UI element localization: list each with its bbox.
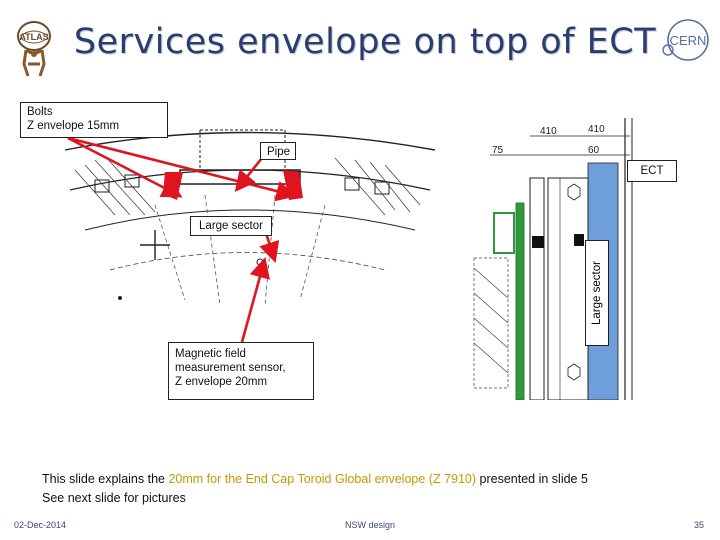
magnetic-sensor-callout: Magnetic field measurement sensor, Z env… [168,342,314,400]
svg-text:60: 60 [588,145,600,156]
svg-text:CERN: CERN [670,33,707,48]
large-sector-callout: Large sector [190,216,272,236]
ect-callout: ECT [627,160,677,182]
caption-line-1: This slide explains the 20mm for the End… [42,472,588,486]
svg-text:410: 410 [588,124,605,135]
pipe-callout: Pipe [260,142,296,160]
svg-text:75: 75 [492,145,504,156]
footer-title: NSW design [345,520,396,530]
slide-title: Services envelope on top of ECT [73,22,657,62]
bolts-callout: Bolts Z envelope 15mm [20,102,168,138]
large-sector-vertical-callout: Large sector [585,240,609,346]
caption-line-2: See next slide for pictures [42,491,186,505]
atlas-logo: ATLAS [17,21,51,77]
svg-text:ATLAS: ATLAS [19,32,48,42]
svg-text:410: 410 [540,126,557,137]
cern-logo: CERN [662,19,709,61]
footer-page-number: 35 [694,520,705,530]
footer-date: 02-Dec-2014 [14,520,67,530]
slide-caption: This slide explains the 20mm for the End… [42,470,588,508]
